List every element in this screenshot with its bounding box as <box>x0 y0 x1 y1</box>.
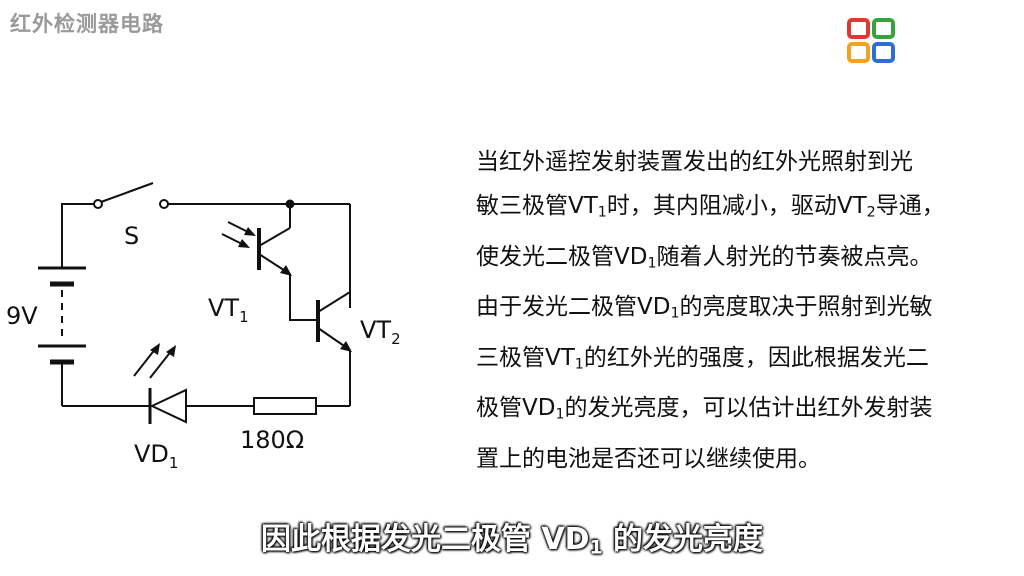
vd1-label: VD1 <box>134 440 178 472</box>
switch-blade <box>100 182 154 203</box>
vd1-light-arrowhead-1 <box>166 345 176 357</box>
vt2-label: VT2 <box>360 316 401 348</box>
description-line: 当红外遥控发射装置发出的红外光照射到光 <box>476 140 1016 184</box>
vt1-label: VT1 <box>208 294 249 326</box>
vt1-collector <box>258 227 291 247</box>
resistor-label: 180Ω <box>240 426 304 454</box>
wire-top-left <box>61 203 95 268</box>
vd1-light-arrowhead-2 <box>150 343 160 355</box>
description-fragment: 1 <box>647 255 657 272</box>
vd1-light-arrow-1 <box>149 349 173 379</box>
description-line: 三极管VT1的红外光的强度，因此根据发光二 <box>476 336 1016 387</box>
description-text: 当红外遥控发射装置发出的红外光照射到光敏三极管VT1时，其内阻减小，驱动VT2导… <box>476 140 1016 481</box>
infrared-detector-circuit-diagram: S 9V VT1 VT2 VD1 180Ω <box>6 182 401 472</box>
description-line: 使发光二极管VD1随着人射光的节奏被点亮。 <box>476 235 1016 286</box>
switch-contact-right <box>159 199 169 209</box>
vt2-emitter-arrowhead <box>340 341 352 352</box>
switch-label: S <box>124 222 139 250</box>
description-line: 极管VD1的发光亮度，可以估计出红外发射装 <box>476 386 1016 437</box>
junction-dot <box>285 199 295 209</box>
page-title: 红外检测器电路 <box>10 12 164 36</box>
description-fragment: 导通， <box>875 193 945 219</box>
four-square-grid-logo-icon <box>847 18 895 63</box>
description-line: 由于发光二极管VD1的亮度取决于照射到光敏 <box>476 285 1016 336</box>
video-subtitle: 因此根据发光二极管 VD1 的发光亮度 <box>261 522 763 559</box>
description-fragment: 的亮度取决于照射到光敏 <box>679 294 933 321</box>
description-fragment: 随着人射光的节奏被点亮。 <box>656 243 933 270</box>
description-fragment: 当红外遥控发射装置发出的红外光照射到光 <box>476 149 913 175</box>
vt1-light-arrowhead-1 <box>238 239 250 248</box>
vd1-light-arrow-2 <box>133 347 157 377</box>
description-fragment: 使发光二极管VD <box>476 243 648 270</box>
description-fragment: 由于发光二极管VD <box>476 294 671 321</box>
vt2-collector <box>317 291 351 313</box>
battery-label: 9V <box>6 302 38 330</box>
description-fragment: 极管VD <box>476 395 556 422</box>
description-fragment: 1 <box>574 356 584 373</box>
switch-contact-left <box>93 199 103 209</box>
description-fragment: 2 <box>866 204 876 221</box>
description-fragment: 置上的电池是否还可以继续使用。 <box>476 445 821 472</box>
description-fragment: 的红外光的强度，因此根据发光二 <box>583 344 929 371</box>
description-fragment: 时，其内阻减小，驱动VT <box>606 193 867 219</box>
vt1-emitter-arrowhead <box>280 265 292 276</box>
description-fragment: 1 <box>555 406 565 423</box>
description-fragment: 的发光亮度，可以估计出红外发射装 <box>564 395 933 422</box>
description-fragment: 三极管VT <box>476 344 575 371</box>
description-fragment: 1 <box>670 305 680 322</box>
description-line: 置上的电池是否还可以继续使用。 <box>476 437 1016 481</box>
resistor-180 <box>253 397 317 415</box>
description-line: 敏三极管VT1时，其内阻减小，驱动VT2导通， <box>476 184 1016 235</box>
vt1-emitter-wire <box>289 274 318 321</box>
description-fragment: 1 <box>597 204 607 221</box>
vd1-diode-triangle <box>149 388 187 424</box>
vt1-light-arrowhead-2 <box>244 227 256 236</box>
description-fragment: 敏三极管VT <box>476 193 598 219</box>
